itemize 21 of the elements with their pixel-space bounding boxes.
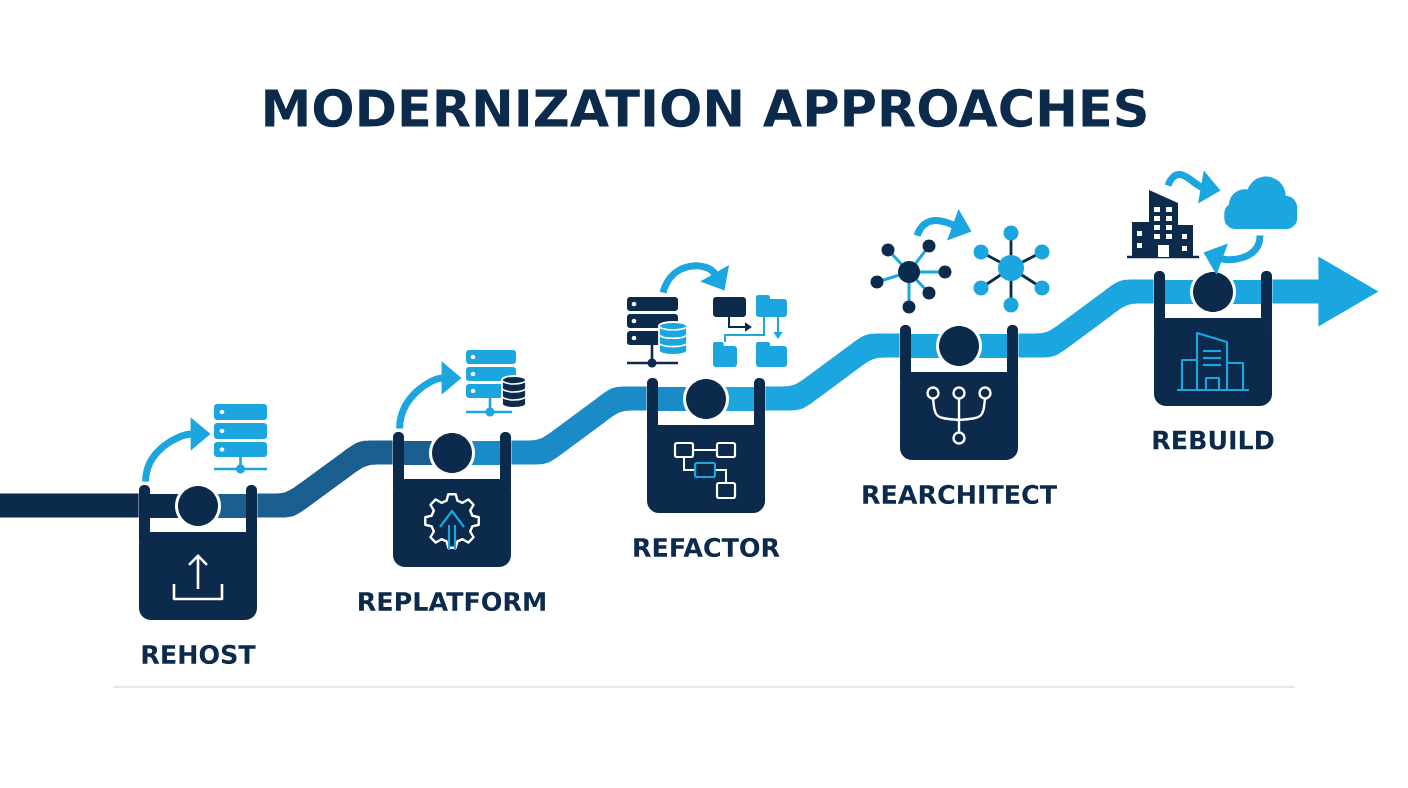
network-icon — [870, 239, 952, 314]
flow-band — [257, 440, 393, 518]
cloud-icon — [1224, 176, 1298, 229]
flow-band — [1018, 279, 1154, 358]
person-figure: REARCHITECT — [863, 323, 1057, 504]
flow-band — [511, 386, 647, 465]
person-figure: REHOST — [139, 483, 257, 664]
building-icon — [1127, 190, 1199, 259]
person-figure: REPLATFORM — [359, 430, 545, 611]
network-icon — [973, 225, 1050, 313]
flow-arrow — [1272, 256, 1379, 327]
curved-arrow — [659, 262, 730, 294]
person-figure: REFACTOR — [634, 376, 780, 557]
server-icon — [214, 404, 267, 474]
flow-band — [0, 493, 139, 518]
server-database-icon — [627, 297, 688, 368]
person-figure: REBUILD — [1153, 269, 1274, 450]
flowchart-folders-icon — [713, 295, 787, 367]
title: MODERNIZATION APPROACHES — [265, 88, 1146, 128]
flow-band — [765, 333, 900, 411]
server-database-icon — [466, 350, 527, 417]
